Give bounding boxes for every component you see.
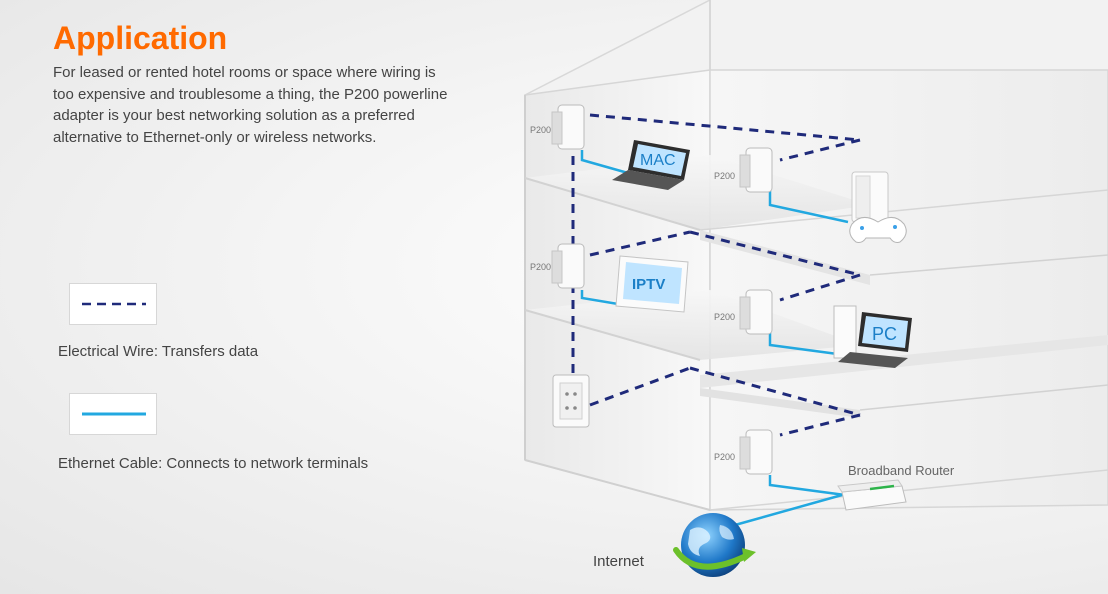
p200-adapter-floor3-right (739, 147, 773, 193)
internet-label: Internet (593, 553, 645, 570)
p200-adapter-floor2-right (739, 289, 773, 335)
ethernet-cables (580, 150, 849, 527)
broadband-router-label: Broadband Router (848, 463, 955, 478)
p200-adapter-floor2-left (551, 243, 585, 289)
electrical-wire-legend-swatch (69, 283, 157, 325)
floor-slabs (524, 155, 1108, 511)
iptv-label: IPTV (632, 276, 665, 293)
p200-label: P200 (714, 452, 735, 462)
game-console-icon (849, 171, 907, 243)
ethernet-cable-legend-swatch (69, 393, 157, 435)
p200-adapter-floor1-right (739, 429, 773, 475)
page-title: Application (53, 20, 228, 56)
broadband-router-icon (837, 479, 907, 511)
electrical-wire-legend-label: Electrical Wire: Transfers data (58, 343, 259, 360)
laptop-icon: MAC (612, 140, 690, 190)
p200-adapter-floor3-left (551, 104, 585, 150)
p200-label: P200 (714, 312, 735, 322)
page-description: For leased or rented hotel rooms or spac… (53, 64, 448, 146)
pc-label: PC (872, 324, 897, 344)
p200-label: P200 (530, 262, 551, 272)
internet-globe-icon (673, 513, 756, 577)
mac-label: MAC (640, 152, 676, 169)
dashed-line-icon (82, 302, 146, 306)
wall-socket (552, 374, 590, 428)
p200-label: P200 (530, 125, 551, 135)
tv-icon: IPTV (615, 255, 689, 313)
p200-label: P200 (714, 171, 735, 181)
solid-line-icon (82, 412, 146, 416)
desktop-pc-icon: PC (833, 305, 912, 368)
ethernet-cable-legend-label: Ethernet Cable: Connects to network term… (58, 455, 369, 472)
